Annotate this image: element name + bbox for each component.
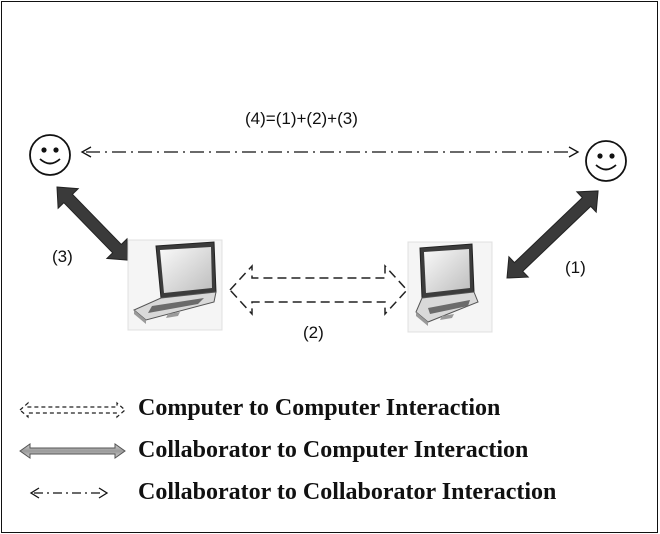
laptop-icon xyxy=(407,241,493,333)
legend-label-collaborator-to-collaborator: Collaborator to Collaborator Interaction xyxy=(138,479,557,505)
computer-to-computer-arrow xyxy=(228,264,409,316)
link-label-2: (2) xyxy=(303,323,324,342)
laptop-icon xyxy=(127,239,223,331)
smiley-face-icon xyxy=(585,140,627,182)
legend-icon-collaborator-to-computer xyxy=(19,443,126,459)
link-label-1: (1) xyxy=(565,258,586,277)
legend-icon-collaborator-to-collaborator xyxy=(29,487,109,499)
link-label-3: (3) xyxy=(52,247,73,266)
smiley-face-icon xyxy=(29,134,71,176)
total-interaction-label: (4)=(1)+(2)+(3) xyxy=(245,109,358,128)
collaborator-left xyxy=(29,134,71,176)
computer-right xyxy=(407,241,493,333)
collaborator-to-collaborator-arrow xyxy=(80,146,580,158)
legend-label-computer-to-computer: Computer to Computer Interaction xyxy=(138,395,501,421)
legend-icon-computer-to-computer xyxy=(19,401,126,419)
collaborator-right xyxy=(585,140,627,182)
computer-left xyxy=(127,239,223,331)
collaborator-to-computer-arrow-right xyxy=(506,190,599,279)
legend-label-collaborator-to-computer: Collaborator to Computer Interaction xyxy=(138,437,529,463)
